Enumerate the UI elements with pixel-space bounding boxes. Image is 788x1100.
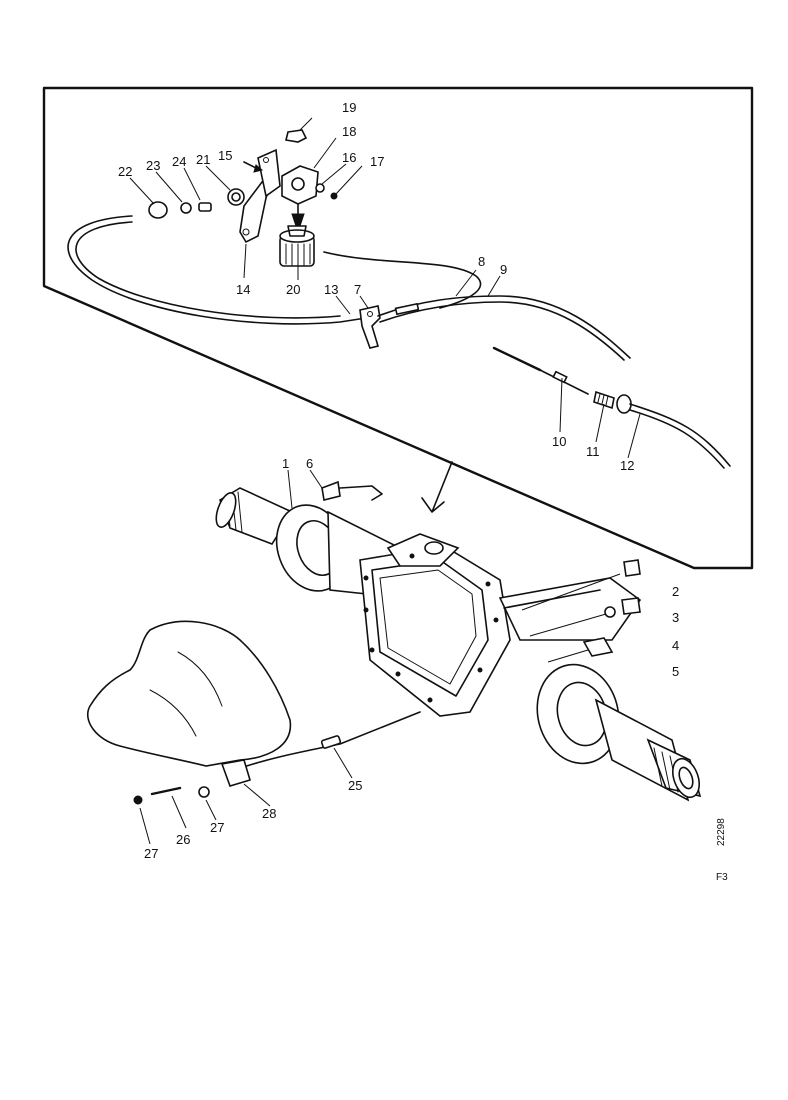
- stud-26-nuts-27: [133, 786, 210, 805]
- rear-axle-housing: [215, 487, 702, 802]
- ferrule-11: [593, 390, 632, 414]
- differential-cutout: [86, 620, 292, 767]
- clip-7: [359, 305, 381, 349]
- callout-7: 7: [354, 282, 361, 297]
- callout-labels: 1 2 3 4 5 6 7 8 9 10 11 12 13 14 15 16 1…: [118, 100, 679, 861]
- screw-15: [243, 161, 264, 173]
- transmitter-18: [281, 165, 319, 227]
- sensor-6: [321, 480, 383, 501]
- callout-5: 5: [672, 664, 679, 679]
- callout-2: 2: [672, 584, 679, 599]
- callout-28: 28: [262, 806, 276, 821]
- callout-20: 20: [286, 282, 300, 297]
- inner-cable-10: [492, 346, 589, 395]
- screw-16-17: [315, 183, 338, 200]
- bracket-5: [582, 637, 614, 657]
- callout-13: 13: [324, 282, 338, 297]
- sender-20: [279, 225, 315, 267]
- outer-cable-12: [629, 403, 731, 469]
- callout-4: 4: [672, 638, 679, 653]
- inset-pointer: [421, 461, 453, 513]
- callout-22: 22: [118, 164, 132, 179]
- callout-18: 18: [342, 124, 356, 139]
- connector-25: [320, 735, 342, 749]
- plug-3: [621, 597, 641, 615]
- cap-19: [285, 117, 313, 143]
- callout-25: 25: [348, 778, 362, 793]
- callout-10: 10: [552, 434, 566, 449]
- callout-17: 17: [370, 154, 384, 169]
- figure-reference: 22298: [716, 818, 727, 846]
- plug-2: [623, 559, 641, 577]
- callout-27-right: 27: [210, 820, 224, 835]
- callout-8: 8: [478, 254, 485, 269]
- callout-1: 1: [282, 456, 289, 471]
- callout-12: 12: [620, 458, 634, 473]
- cable-fittings: [148, 188, 245, 219]
- inset-frame: [42, 86, 754, 570]
- callout-11: 11: [586, 444, 600, 459]
- callout-14: 14: [236, 282, 250, 297]
- wire-loop: [323, 251, 482, 309]
- callout-3: 3: [672, 610, 679, 625]
- callout-26: 26: [176, 832, 190, 847]
- callout-16: 16: [342, 150, 356, 165]
- callout-9: 9: [500, 262, 507, 277]
- right-side-parts: [521, 559, 641, 663]
- callout-24: 24: [172, 154, 186, 169]
- callout-19: 19: [342, 100, 356, 115]
- washer-23: [180, 202, 192, 214]
- callout-15: 15: [218, 148, 232, 163]
- callout-6: 6: [306, 456, 313, 471]
- washer-4: [604, 606, 616, 618]
- sleeve-24: [198, 202, 212, 212]
- speedometer-cable-13: [67, 215, 367, 325]
- detail-inset: [42, 86, 754, 570]
- leader-lines: [129, 137, 641, 845]
- callout-21: 21: [196, 152, 210, 167]
- nut-22: [148, 201, 168, 219]
- callout-27-left: 27: [144, 846, 158, 861]
- callout-23: 23: [146, 158, 160, 173]
- bracket-14: [239, 148, 281, 244]
- cable-8-9: [377, 295, 631, 361]
- cover-bolts: [363, 553, 499, 703]
- corner-mark: F3: [716, 872, 728, 883]
